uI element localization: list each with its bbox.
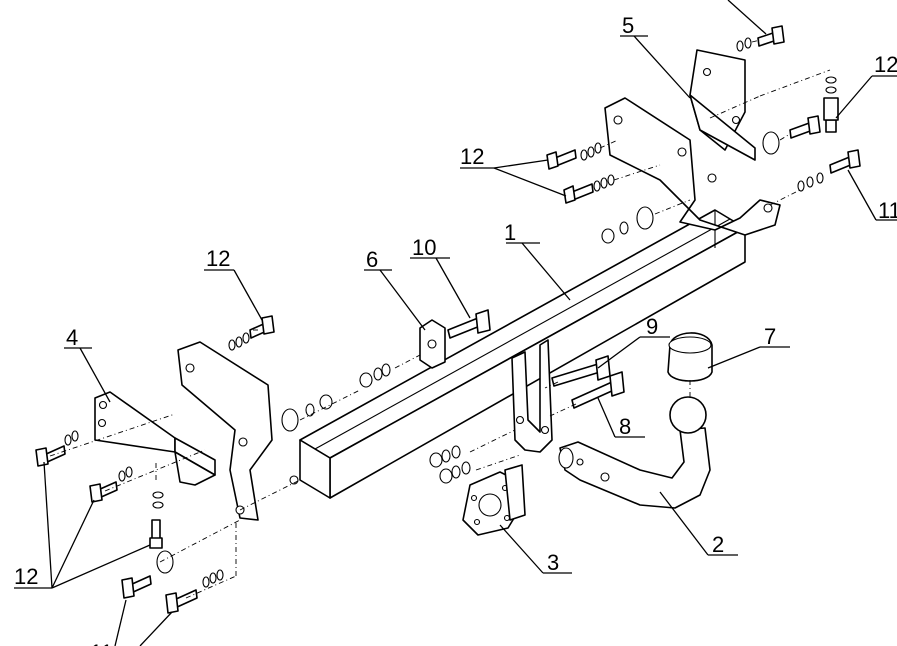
left-bracket-part [94,391,216,486]
callout-12-top-label: 12 [460,144,484,169]
bolt-12-f [149,519,163,549]
callout-12-middle: 12 [204,246,263,321]
callout-10-label: 10 [412,235,436,260]
bolt-top-right [757,25,785,47]
callout-3-label: 3 [547,550,559,575]
callout-5-label: 5 [622,13,634,38]
callout-8-label: 8 [619,414,631,439]
center-bracket [511,339,553,453]
callout-11-top: 11 [847,169,897,223]
fastener-set [64,37,837,588]
callout-11-top-label: 11 [878,198,897,223]
callout-11-bottom-label: 11 [90,640,113,646]
bolt-12-e [89,481,118,503]
callout-1: 1 [504,220,571,301]
tow-ball-neck-part [558,427,711,509]
assembly-lines [49,39,831,599]
bolt-12-c [249,315,275,339]
callout-12-left: 12 [14,461,151,589]
tow-ball-part [667,332,713,434]
callout-12-top: 12 [460,144,567,197]
bolt-11-b [121,575,152,599]
callout-1-label: 1 [504,220,516,245]
callout-11-top-left [727,0,767,35]
bolt-right-mid [789,115,821,139]
callout-2-label: 2 [712,532,724,557]
callout-12-middle-label: 12 [206,246,230,271]
callout-2: 2 [659,491,738,557]
callout-4-label: 4 [66,325,78,350]
callout-12-right-label: 12 [874,52,897,77]
callout-6: 6 [364,247,426,331]
callout-9: 9 [597,314,670,369]
left-side-plate [177,341,299,521]
callout-10: 10 [410,235,471,319]
bolt-12-a [546,149,577,170]
right-bracket-part [689,49,756,161]
callout-12-right: 12 [835,52,897,119]
callout-3: 3 [499,524,572,575]
callout-4: 4 [64,325,111,403]
spacer-part [419,319,446,369]
right-side-plate [604,97,781,236]
callout-12-left-label: 12 [14,564,38,589]
callout-9-label: 9 [646,314,658,339]
crossbar-part [299,209,746,499]
socket-plate-part [462,464,526,536]
callout-7: 7 [707,324,790,369]
bolt-12-b [563,183,594,204]
bolt-12-g [823,97,839,133]
callout-7-label: 7 [764,324,776,349]
callout-5: 5 [620,13,691,99]
bolt-11-c [165,589,198,614]
bolt-11-a [829,149,861,174]
callout-11-bottom: 11 [90,599,173,646]
callout-6-label: 6 [366,247,378,272]
callout-8: 8 [597,397,645,439]
bolt-10 [447,309,491,339]
